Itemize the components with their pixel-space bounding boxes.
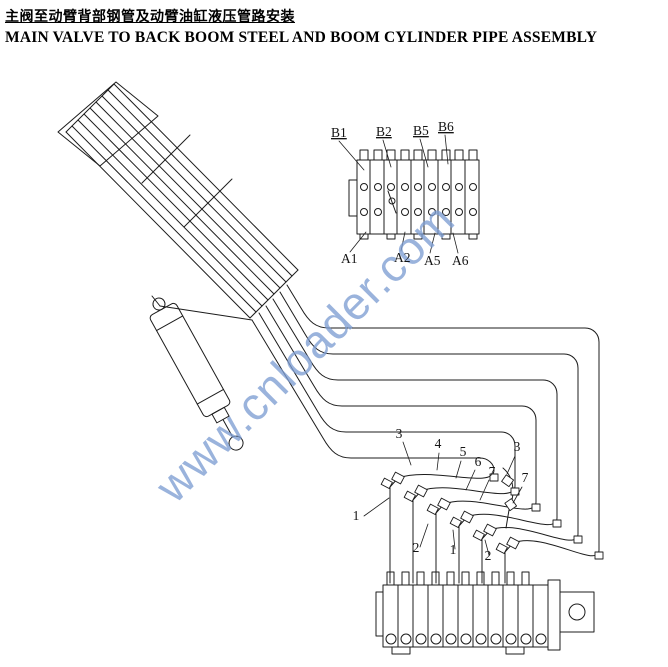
- port-labels: B1 B2 B5 B6 A1 A2 A5 A6: [331, 119, 469, 268]
- rod-eye: [228, 435, 244, 451]
- port-label-a2: A2: [394, 250, 411, 265]
- callout-2a: 2: [413, 540, 420, 555]
- valve-end-plate-right: [547, 579, 561, 651]
- boom-cylinder: [149, 297, 244, 451]
- title-chinese: 主阀至动臂背部钢管及动臂油缸液压管路安装: [5, 10, 295, 25]
- callout-1a: 1: [353, 508, 360, 523]
- valve-end-plate-left: [375, 591, 384, 637]
- pipe-clamp-band: [183, 178, 233, 228]
- valve-detail-block: [348, 149, 480, 240]
- pipe-route-6: [286, 284, 600, 584]
- boom-cap-bottom: [249, 269, 299, 319]
- callout-6: 6: [475, 454, 482, 469]
- page-header: 主阀至动臂背部钢管及动臂油缸液压管路安装 MAIN VALVE TO BACK …: [5, 6, 597, 47]
- main-valve-block: [375, 571, 595, 655]
- port-label-a1: A1: [341, 251, 358, 266]
- pipe-fittings: [380, 471, 604, 560]
- port-label-b1: B1: [331, 125, 347, 140]
- title-english: MAIN VALVE TO BACK BOOM STEEL AND BOOM C…: [5, 29, 598, 46]
- port-label-a6: A6: [452, 253, 469, 268]
- port-label-a5: A5: [424, 253, 441, 268]
- boom-cap-top: [65, 83, 115, 133]
- port-label-b2: B2: [376, 124, 392, 139]
- valve-lever: [387, 190, 397, 214]
- port-label-b5: B5: [413, 123, 429, 138]
- callout-3: 3: [396, 426, 403, 441]
- watermark-text: www.cnloader.com: [145, 193, 465, 513]
- hydraulic-pipes: [251, 284, 600, 584]
- boom-head-plate: [57, 81, 159, 167]
- valve-side-block: [559, 591, 595, 633]
- callout-7a: 7: [489, 464, 496, 479]
- callout-4: 4: [435, 436, 442, 451]
- pipe-clamp-band: [141, 134, 191, 184]
- callout-1b: 1: [450, 542, 457, 557]
- pipe-route-5: [279, 291, 579, 584]
- pipe-route-3: [265, 305, 537, 584]
- pipe-route-2: [258, 312, 516, 584]
- callout-5: 5: [460, 444, 467, 459]
- part-callouts: 3 4 5 6 7 3 7 1 2 1 2: [353, 426, 529, 563]
- pipe-route-4: [272, 298, 558, 584]
- callout-2b: 2: [485, 548, 492, 563]
- diagram-linework: [57, 81, 604, 655]
- port-label-b6: B6: [438, 119, 454, 134]
- boom-structure: [57, 81, 299, 321]
- callout-3b: 3: [514, 439, 521, 454]
- leader-lines: [338, 134, 523, 556]
- pipe-route-1: [251, 319, 495, 584]
- callout-7b: 7: [522, 470, 529, 485]
